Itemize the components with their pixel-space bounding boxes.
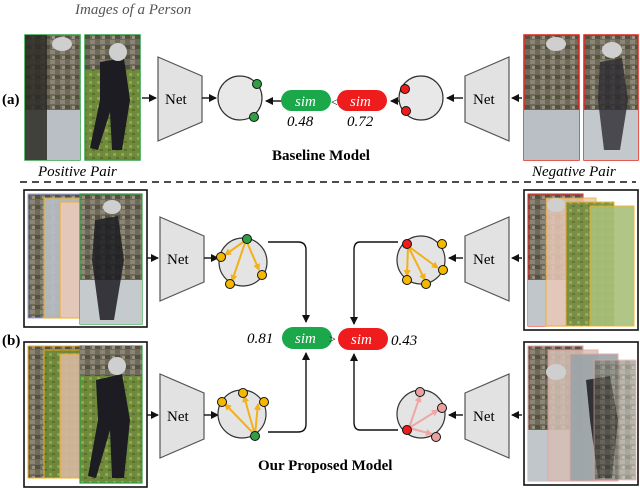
image-set-left-bottom bbox=[23, 341, 148, 488]
sim-pill-b-right: sim bbox=[338, 328, 388, 350]
sim-label: sim bbox=[351, 332, 372, 348]
sim-pill-a-right: sim bbox=[337, 90, 387, 111]
top-caption: Images of a Person bbox=[74, 2, 191, 18]
sim-label: sim bbox=[295, 331, 316, 347]
net-label: Net bbox=[473, 252, 495, 268]
face-blur bbox=[546, 364, 566, 380]
net-block-b-top-left bbox=[159, 216, 205, 302]
net-block-b-bottom-left bbox=[159, 373, 205, 459]
sim-label: sim bbox=[350, 94, 371, 110]
face-blur bbox=[103, 200, 121, 214]
net-label: Net bbox=[167, 252, 189, 268]
image-set-right-bottom bbox=[523, 341, 639, 486]
graph-circle-b-top-left bbox=[216, 234, 268, 289]
net-block-a-left bbox=[157, 56, 203, 142]
net-block-b-bottom-right bbox=[464, 373, 510, 459]
sim-pill-a-left: sim bbox=[281, 90, 331, 111]
score-a-right: 0.72 bbox=[347, 114, 374, 130]
section-b-tag: (b) bbox=[2, 333, 20, 349]
negative-caption: Negative Pair bbox=[531, 164, 616, 180]
comparator-b: > bbox=[329, 332, 336, 346]
graph-circle-b-bottom-right bbox=[396, 387, 447, 442]
face-blur bbox=[546, 37, 566, 51]
face-blur bbox=[108, 357, 126, 375]
feature-circle-a-left bbox=[217, 75, 263, 122]
section-a-tag: (a) bbox=[2, 92, 20, 108]
graph-circle-b-top-right bbox=[396, 235, 448, 289]
net-block-b-top-right bbox=[464, 216, 510, 302]
graph-circle-b-bottom-left bbox=[217, 388, 269, 441]
positive-image-2 bbox=[84, 34, 141, 161]
negative-pair bbox=[523, 34, 639, 161]
net-label: Net bbox=[473, 409, 495, 425]
image-set-left-top bbox=[23, 189, 148, 328]
positive-pair bbox=[24, 34, 141, 161]
face-blur bbox=[547, 198, 565, 212]
score-a-left: 0.48 bbox=[287, 114, 314, 130]
comparator-a: < bbox=[331, 95, 338, 109]
score-b-right: 0.43 bbox=[391, 333, 417, 349]
face-blur bbox=[602, 42, 622, 58]
sim-pill-b-left: sim bbox=[282, 327, 332, 349]
face-blur bbox=[52, 37, 72, 51]
feature-circle-a-right bbox=[398, 75, 444, 121]
face-blur bbox=[109, 43, 127, 61]
section-b-title: Our Proposed Model bbox=[258, 458, 392, 474]
score-b-left: 0.81 bbox=[247, 331, 273, 347]
negative-image-1 bbox=[523, 34, 580, 161]
sim-label: sim bbox=[295, 94, 316, 110]
image-set-right-top bbox=[523, 189, 639, 331]
positive-image-1 bbox=[24, 34, 81, 161]
net-block-a-right bbox=[464, 56, 510, 142]
net-label: Net bbox=[165, 92, 187, 108]
net-label: Net bbox=[167, 409, 189, 425]
section-a-title: Baseline Model bbox=[272, 148, 370, 164]
positive-caption: Positive Pair bbox=[37, 164, 117, 180]
net-label: Net bbox=[473, 92, 495, 108]
negative-image-2 bbox=[583, 34, 639, 161]
